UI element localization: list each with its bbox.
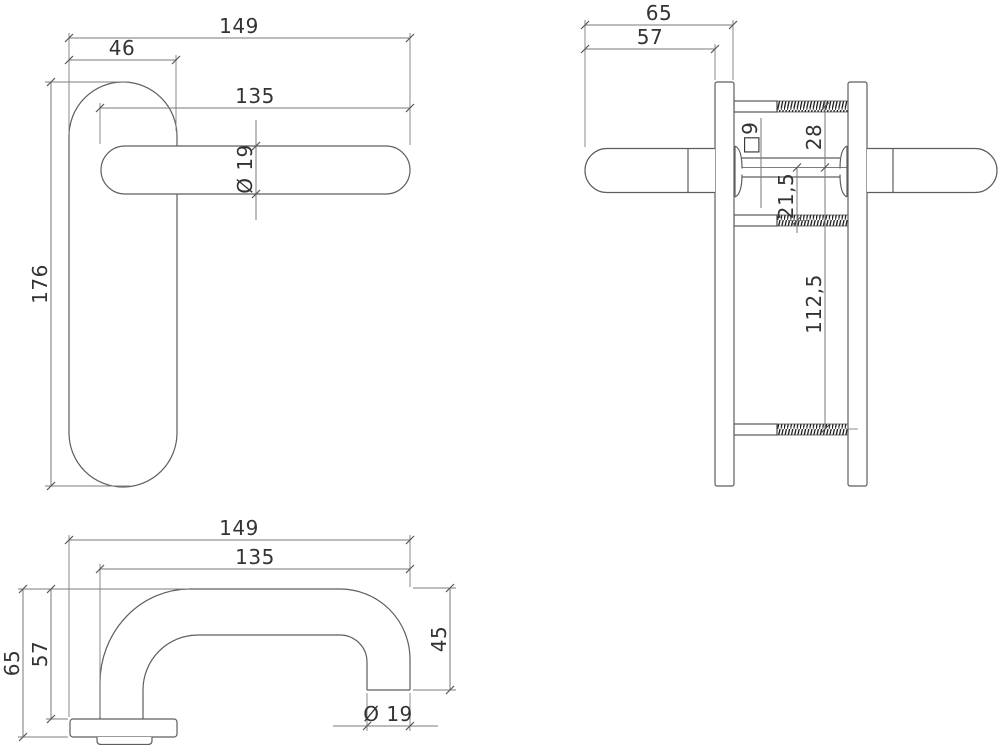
tick [405,33,415,43]
tick [46,584,56,594]
dim-front-lever-diameter: Ø 19 [233,120,261,220]
tick [710,44,720,54]
tick [820,424,830,434]
dim-label: □9 [738,122,762,155]
screw-thread [776,100,849,113]
dim-label: 57 [28,641,52,667]
tick [580,44,590,54]
tick [18,732,28,742]
screw-shank [733,214,778,227]
dim-screw-to-spindle-and-spacing: 28 112,5 [802,100,858,434]
dim-top-plate-height: 57 [28,584,68,724]
collar-right [839,145,848,198]
tick [64,55,74,65]
dim-front-lever-length: 135 [95,84,415,144]
tick [251,141,261,151]
tick [792,163,802,172]
tick [405,564,415,574]
tick [362,721,372,731]
top-view: 149 135 65 57 [0,516,456,745]
lever-inner-curve [142,634,368,719]
tick [46,77,56,87]
tick [64,33,74,43]
tick [46,481,56,491]
collar-left [734,145,743,198]
dim-front-plate-height: 176 [28,77,130,491]
screw-shank [733,423,778,436]
dim-front-plate-width: 46 [64,36,181,131]
dim-top-end-height: 45 [413,583,456,695]
tick [405,535,415,545]
screw-top [733,100,849,113]
lever-left-profile [584,147,715,194]
screw-bottom [733,423,849,436]
tick [95,564,105,574]
dim-spindle-square: □9 [738,118,762,208]
front-view: 149 46 135 Ø 19 176 [28,14,415,491]
dim-label: Ø 19 [233,144,257,194]
tick [64,535,74,545]
tick [820,102,830,111]
dim-top-total-width: 149 [64,516,415,717]
tick [405,103,415,113]
tick [728,20,738,30]
dim-side-handle-depth: 57 [580,25,720,80]
tick [820,163,830,172]
dim-label: 176 [28,264,52,304]
dim-top-lever-length: 135 [95,545,415,717]
dim-front-total-width: 149 [64,14,415,145]
tick [445,685,455,695]
side-view: 65 57 □9 28 112,5 21,5 [580,1,998,487]
dim-label: 46 [109,36,135,60]
dim-label: 135 [235,84,275,108]
tick [580,20,590,30]
dim-label: 57 [637,25,663,49]
tick [445,583,455,593]
backplate-outline [68,81,178,488]
dim-label: 28 [802,124,826,150]
dim-label: 112,5 [802,274,826,334]
dim-label: 21,5 [774,173,798,220]
dim-label: 65 [646,1,672,25]
tick [18,584,28,594]
dim-label: 149 [219,516,259,540]
tick [46,714,56,724]
dim-label: Ø 19 [363,702,413,726]
dim-top-lever-diameter: Ø 19 [333,693,438,731]
lever-outer-curve [99,588,411,719]
tick [95,103,105,113]
dim-label: 45 [427,626,451,652]
dim-side-total-depth: 65 [580,1,738,147]
dim-label: 135 [235,545,275,569]
lever-right-profile [867,147,998,194]
dim-spindle-to-screw: 21,5 [774,163,808,233]
tick [171,55,181,65]
dim-top-total-height: 65 [0,584,190,742]
screw-shank [733,100,778,113]
tick [405,721,415,731]
dim-label: 65 [0,650,24,676]
dim-label: 149 [219,14,259,38]
screw-thread [776,423,849,436]
backplate-right-profile [847,81,868,487]
tick [251,189,261,199]
baseplate-edge [69,718,178,738]
backplate-left-profile [714,81,735,487]
neck-ring-edge [96,737,153,745]
